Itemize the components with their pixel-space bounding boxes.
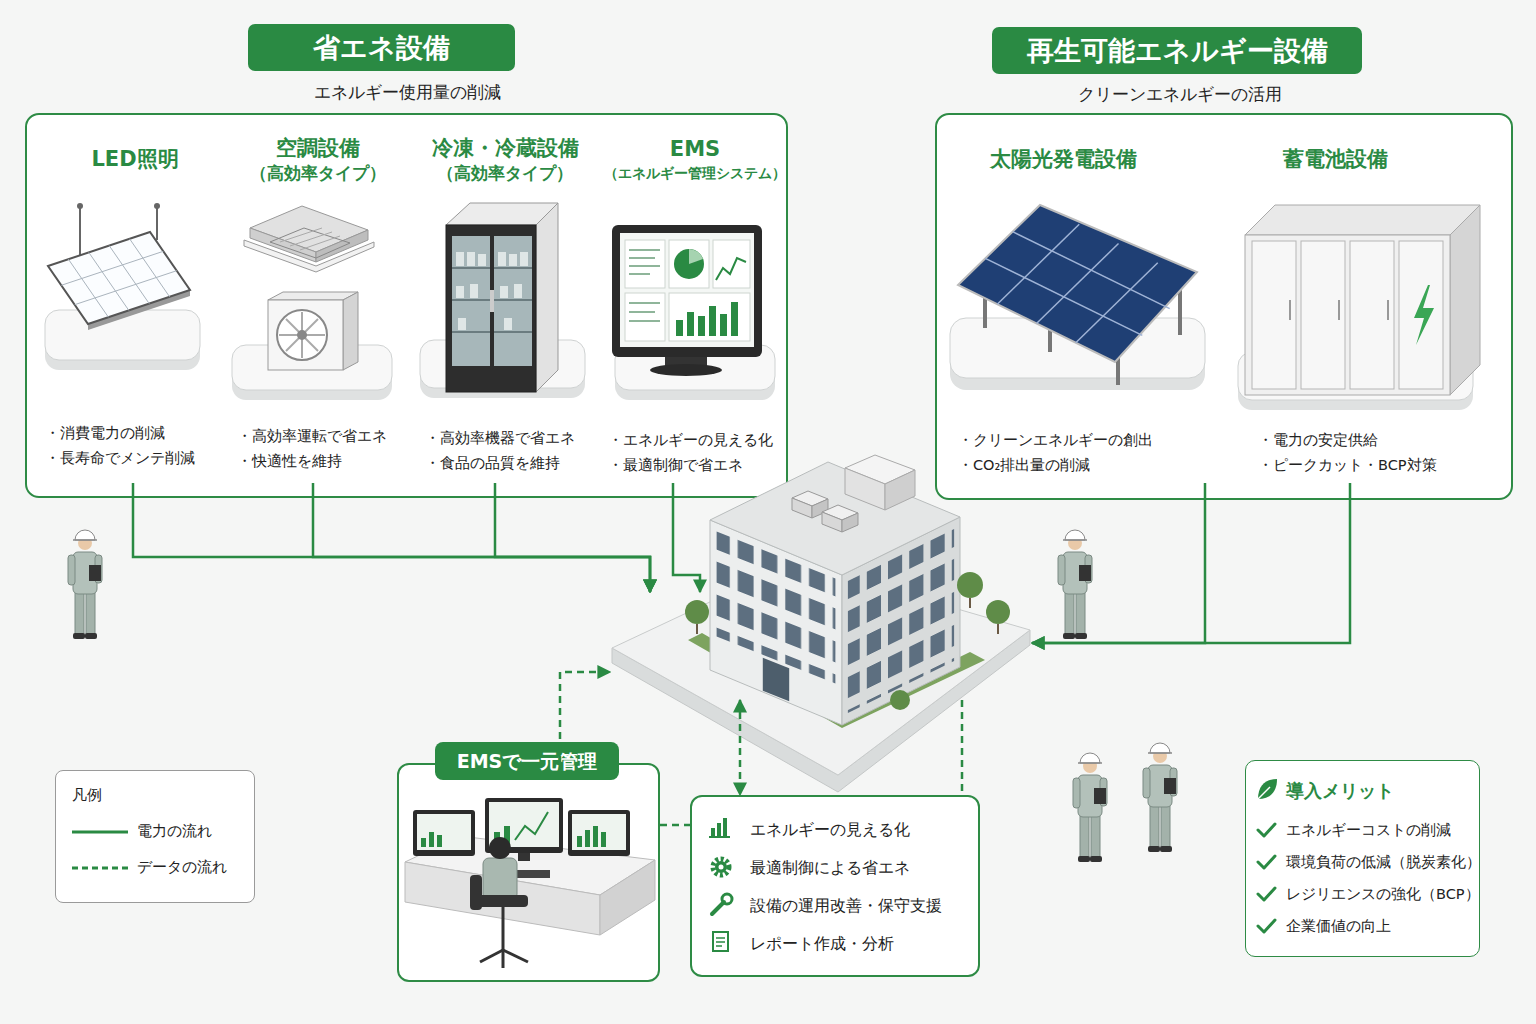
building-illustration — [612, 455, 1030, 792]
building-illustration-part — [792, 491, 828, 506]
building-illustration-part-part — [763, 658, 789, 701]
merit-item: レジリエンスの強化（BCP） — [1286, 885, 1480, 903]
building-illustration-part-part — [848, 529, 954, 713]
item-title: EMS — [605, 136, 785, 162]
data-flow-connector — [961, 700, 964, 795]
section-box: 再生可能エネルギー設備クリーンエネルギーの活用太陽光発電設備・クリーンエネルギー… — [935, 113, 1513, 500]
bullet-text: ・高効率運転で省エネ — [237, 427, 387, 445]
building-illustration-part-part — [696, 624, 698, 634]
feature-item: エネルギーの見える化 — [750, 820, 910, 840]
merit-item: 環境負荷の低減（脱炭素化） — [1286, 853, 1481, 871]
building-illustration-part — [710, 520, 842, 725]
bullet-text: ・高効率機器で省エネ — [425, 429, 575, 447]
building-illustration-part — [885, 470, 915, 510]
building-illustration-part — [685, 572, 1010, 710]
building-illustration-part — [845, 455, 915, 484]
building-illustration-part — [822, 505, 858, 520]
building-illustration-part — [812, 499, 828, 518]
building-illustration-part — [612, 562, 1030, 775]
worker-figures-part — [1143, 743, 1177, 852]
power-flow-connector — [1032, 483, 1205, 643]
bullet-text: ・快適性を維持 — [237, 452, 342, 470]
building-illustration-part — [688, 633, 985, 728]
building-illustration-part-part — [986, 600, 1010, 624]
feature-item: 設備の運用改善・保守支援 — [750, 896, 942, 916]
building-illustration-part-part — [969, 598, 971, 608]
legend-text: 電力の流れ — [137, 822, 212, 841]
building-illustration-part-part — [890, 690, 910, 710]
data-flow-connector — [660, 824, 690, 827]
building-illustration-part — [697, 598, 998, 634]
building-illustration-part — [848, 529, 954, 713]
item-title: 蓄電池設備 — [1230, 146, 1440, 172]
worker-figures-part — [68, 530, 102, 639]
section-heading: 再生可能エネルギー設備 — [992, 27, 1362, 74]
building-illustration-part — [717, 532, 836, 720]
building-illustration-part — [612, 630, 1030, 792]
section-box: 省エネ設備エネルギー使用量の削減LED照明・消費電力の削減・長寿命でメンテ削減空… — [25, 113, 788, 498]
bullet-text: ・消費電力の削減 — [45, 424, 165, 442]
building-illustration-part-part — [957, 572, 983, 598]
equipment-item: LED照明・消費電力の削減・長寿命でメンテ削減 — [45, 130, 225, 483]
worker-figures-part — [1073, 753, 1107, 862]
legend-title: 凡例 — [72, 786, 102, 805]
power-flow-connector — [313, 483, 650, 592]
building — [610, 592, 1032, 700]
bullet-text: ・クリーンエネルギーの創出 — [958, 431, 1153, 449]
feature-list-box: エネルギーの見える化最適制御による省エネ設備の運用改善・保守支援レポート作成・分… — [690, 795, 980, 977]
power-flow-connector — [1032, 483, 1350, 643]
legend-text: データの流れ — [137, 858, 227, 877]
item-title: LED照明 — [45, 146, 225, 172]
power-flow-connector — [495, 483, 650, 592]
building-illustration-part — [842, 513, 858, 532]
building-illustration-part-part — [997, 624, 999, 634]
feature-item: 最適制御による省エネ — [750, 858, 910, 878]
legend-box: 凡例電力の流れデータの流れ — [55, 770, 255, 903]
data-flow-connector — [739, 700, 742, 795]
bullet-text: ・電力の安定供給 — [1258, 431, 1378, 449]
building-illustration-part — [845, 468, 885, 510]
equipment-item: 蓄電池設備・電力の安定供給・ピークカット・BCP対策 — [1230, 130, 1505, 483]
merit-title: 導入メリット — [1286, 780, 1394, 803]
building-illustration-part-part — [685, 600, 709, 624]
building-illustration-part — [842, 517, 960, 725]
item-title: 太陽光発電設備 — [945, 146, 1181, 172]
worker-figures-part — [1058, 530, 1092, 639]
ems-panel: EMSで一元管理 — [397, 763, 660, 982]
legend-sample — [72, 831, 128, 834]
merit-item: エネルギーコストの削減 — [1286, 821, 1451, 839]
building-illustration-part — [792, 498, 812, 518]
item-subtitle: （高効率タイプ） — [415, 163, 595, 184]
bullet-text: ・長寿命でメンテ削減 — [45, 449, 195, 467]
equipment-item: EMS（エネルギー管理システム）・エネルギーの見える化・最適制御で省エネ — [605, 130, 785, 483]
bullet-text: ・ピークカット・BCP対策 — [1258, 456, 1437, 474]
item-title: 冷凍・冷蔵設備 — [415, 135, 595, 161]
equipment-item: 冷凍・冷蔵設備（高効率タイプ） ・高効率機器で省エネ・食品の品質を維持 — [415, 130, 595, 483]
item-title: 空調設備 — [230, 135, 405, 161]
bullet-text: ・最適制御で省エネ — [608, 456, 743, 474]
item-subtitle: （高効率タイプ） — [230, 163, 405, 184]
power-flow-connector — [133, 483, 650, 592]
feature-item: レポート作成・分析 — [750, 934, 894, 954]
bullet-text: ・CO₂排出量の削減 — [958, 456, 1090, 474]
bullet-text: ・エネルギーの見える化 — [608, 431, 773, 449]
section-subtitle: エネルギー使用量の削減 — [157, 82, 657, 103]
merit-item: 企業価値の向上 — [1286, 917, 1391, 935]
equipment-item: 太陽光発電設備・クリーンエネルギーの創出・CO₂排出量の削減 — [945, 130, 1215, 483]
legend-sample — [72, 867, 128, 870]
merit-box: 導入メリットエネルギーコストの削減環境負荷の低減（脱炭素化） レジリエンスの強化（… — [1245, 760, 1480, 957]
item-subtitle: （エネルギー管理システム） — [595, 165, 795, 182]
bullet-text: ・食品の品質を維持 — [425, 454, 560, 472]
building-illustration-part-part — [717, 532, 836, 684]
panel-heading: EMSで一元管理 — [435, 742, 619, 780]
section-subtitle: クリーンエネルギーの活用 — [980, 84, 1380, 105]
power-flow-connector — [673, 483, 700, 592]
section-heading: 省エネ設備 — [248, 24, 515, 71]
equipment-item: 空調設備（高効率タイプ） ・高効率運転で省エネ・快適性を維持 — [230, 130, 405, 483]
building-illustration-part — [822, 512, 842, 532]
